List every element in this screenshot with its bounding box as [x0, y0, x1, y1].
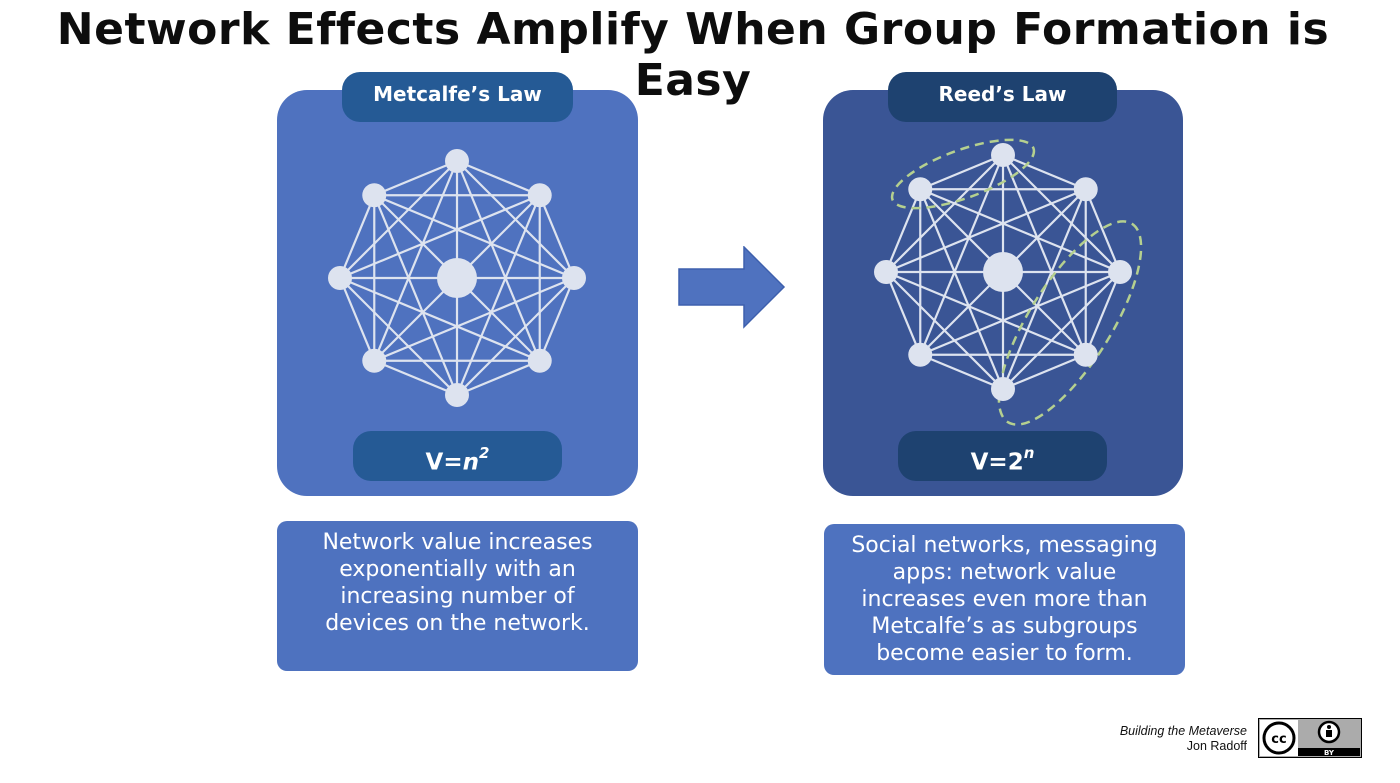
cc-icon: cc — [1262, 721, 1296, 755]
reed-formula: V=2n — [898, 431, 1107, 481]
formula-prefix: V= — [970, 449, 1008, 476]
subgroup-outline — [890, 138, 1036, 210]
formula-exponent: n — [1023, 444, 1035, 462]
network-edge — [338, 277, 376, 362]
network-node — [1108, 260, 1132, 284]
metcalfe-description: Network value increases exponentially wi… — [277, 521, 638, 671]
metcalfe-description-text: Network value increases exponentially wi… — [322, 530, 593, 636]
network-edge — [373, 194, 459, 396]
attribution: Building the Metaverse Jon Radoff — [1120, 724, 1247, 754]
network-edge — [919, 353, 1004, 391]
network-edge — [339, 277, 458, 396]
network-edge — [373, 159, 458, 197]
formula-base: n — [462, 449, 479, 476]
reed-network-graph — [874, 138, 1143, 426]
network-edge — [884, 188, 922, 273]
network-edge — [456, 359, 541, 397]
network-node — [562, 266, 586, 290]
network-node — [527, 183, 552, 208]
reed-tab-label: Reed’s Law — [888, 72, 1117, 122]
network-edge — [538, 194, 576, 279]
network-edge — [373, 194, 575, 280]
formula-base: 2 — [1007, 449, 1024, 476]
formula-exponent: 2 — [479, 444, 490, 462]
network-edge — [538, 277, 576, 362]
metcalfe-tab-label: Metcalfe’s Law — [342, 72, 573, 122]
network-node — [527, 348, 552, 373]
network-node — [362, 348, 387, 373]
network-edge — [373, 359, 458, 397]
metcalfe-network-graph — [328, 149, 586, 407]
book-title: Building the Metaverse — [1119, 724, 1247, 738]
cc-by-license-badge: cc BY — [1258, 718, 1362, 758]
network-edge — [1002, 353, 1087, 391]
network-edge — [919, 153, 1004, 191]
license-badge-lettering: BY — [1324, 749, 1335, 757]
author-name: Jon Radoff — [1186, 739, 1247, 753]
network-node — [328, 266, 352, 290]
reed-description: Social networks, messaging apps: network… — [824, 524, 1185, 675]
formula-prefix: V= — [425, 449, 463, 476]
network-node — [874, 260, 898, 284]
network-edge — [884, 271, 922, 356]
network-edge — [456, 159, 541, 197]
network-node — [908, 177, 933, 202]
network-edge — [885, 271, 1004, 390]
attribution-icon — [1317, 720, 1341, 744]
network-edge — [338, 194, 376, 279]
metcalfe-formula: V=n2 — [353, 431, 562, 481]
network-edge — [919, 188, 1121, 274]
network-edge — [1084, 271, 1122, 356]
network-node — [1073, 342, 1098, 367]
network-node — [908, 342, 933, 367]
central-node — [983, 252, 1023, 292]
network-edge — [1084, 188, 1122, 273]
subgroup-outline — [997, 220, 1143, 426]
network-node — [991, 377, 1015, 401]
slide-title: Network Effects Amplify When Group Forma… — [56, 4, 1330, 106]
network-node — [362, 183, 387, 208]
network-node — [445, 383, 469, 407]
svg-text:cc: cc — [1271, 732, 1286, 747]
network-node — [445, 149, 469, 173]
right-arrow-icon — [678, 246, 786, 329]
network-edge — [919, 188, 1005, 390]
central-node — [437, 258, 477, 298]
network-node — [991, 143, 1015, 167]
network-node — [1073, 177, 1098, 202]
reed-description-text: Social networks, messaging apps: network… — [851, 533, 1158, 666]
network-edge — [1002, 153, 1087, 191]
